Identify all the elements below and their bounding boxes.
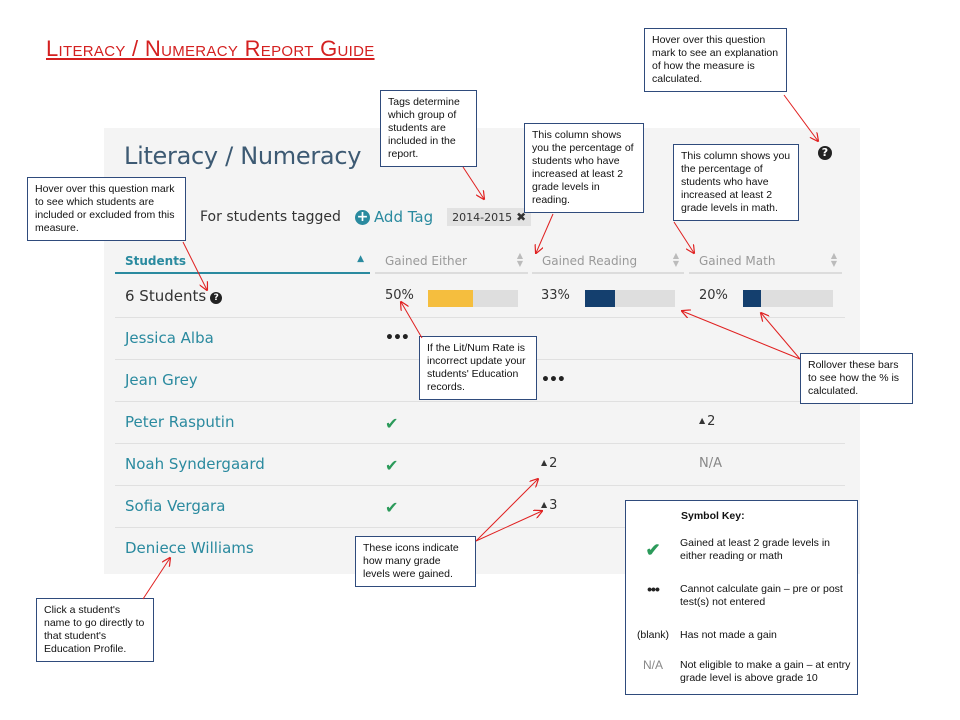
student-name-link[interactable]: Peter Rasputin: [125, 413, 235, 431]
symbol-key-description: Not eligible to make a gain – at entry g…: [680, 659, 851, 684]
plus-circle-icon: +: [354, 208, 370, 225]
grade-gain-value: 2: [549, 456, 558, 471]
column-header-gained-reading[interactable]: Gained Reading ▲▼: [532, 252, 684, 274]
either-progress-bar[interactable]: [428, 290, 518, 307]
tag-chip-label: 2014-2015: [452, 210, 513, 224]
checkmark-icon: ✔: [385, 414, 399, 433]
callout-student-name: Click a student's name to go directly to…: [36, 598, 154, 662]
gain-up-arrow-icon: ▲: [699, 416, 706, 425]
report-heading: Literacy / Numeracy: [124, 142, 362, 170]
gained-reading-cell: ▲2: [541, 456, 557, 471]
callout-reading-column: This column shows you the percentage of …: [524, 123, 644, 213]
help-question-icon[interactable]: ?: [818, 146, 832, 160]
gained-either-cell: ✔: [385, 414, 398, 433]
column-header-gained-math[interactable]: Gained Math ▲▼: [689, 252, 842, 274]
checkmark-icon: ✔: [385, 456, 399, 475]
student-name-link[interactable]: Jean Grey: [125, 371, 198, 389]
column-header-students[interactable]: Students ▲: [115, 252, 370, 274]
callout-students-help: Hover over this question mark to see whi…: [27, 177, 186, 241]
reading-progress-bar[interactable]: [585, 290, 675, 307]
gain-up-arrow-icon: ▲: [541, 458, 548, 467]
checkmark-icon: ✔: [645, 540, 661, 560]
student-row: Noah Syndergaard ✔ ▲2 N/A: [115, 444, 845, 486]
callout-question-mark: Hover over this question mark to see an …: [644, 28, 787, 92]
grade-gain-value: 2: [707, 414, 716, 429]
sort-icon: ▲▼: [830, 251, 837, 268]
symbol-key-description: Cannot calculate gain – pre or post test…: [680, 583, 843, 608]
tag-filter-label: For students tagged: [200, 209, 341, 225]
callout-rollover: Rollover these bars to see how the % is …: [800, 353, 913, 404]
gained-either-cell: •••: [385, 330, 410, 346]
student-name-link[interactable]: Deniece Williams: [125, 539, 254, 557]
gained-reading-cell: •••: [541, 372, 566, 388]
callout-gain-icons: These icons indicate how many grade leve…: [355, 536, 476, 587]
gained-either-cell: ✔: [385, 456, 398, 475]
ellipsis-icon: •••: [541, 372, 566, 388]
callout-tags: Tags determine which group of students a…: [380, 90, 477, 167]
symbol-key-description: Gained at least 2 grade levels in either…: [680, 537, 831, 562]
sort-icon: ▲▼: [516, 251, 523, 268]
column-header-gained-either[interactable]: Gained Either ▲▼: [375, 252, 528, 274]
student-name-link[interactable]: Jessica Alba: [125, 329, 214, 347]
math-bar-fill: [743, 290, 761, 307]
symbol-key-description: Has not made a gain: [680, 629, 777, 641]
sort-icon: ▲▼: [672, 251, 679, 268]
gained-either-cell: ✔: [385, 498, 398, 517]
math-percent: 20%: [699, 288, 728, 303]
add-tag-button[interactable]: + Add Tag: [354, 208, 434, 226]
grade-gain-value: 3: [549, 498, 558, 513]
ellipsis-icon: •••: [647, 581, 660, 597]
student-name-link[interactable]: Noah Syndergaard: [125, 455, 265, 473]
blank-symbol-text: (blank): [636, 629, 670, 641]
remove-tag-icon[interactable]: ✖: [516, 210, 527, 224]
student-name-link[interactable]: Sofia Vergara: [125, 497, 226, 515]
checkmark-icon: ✔: [385, 498, 399, 517]
student-row: Jean Grey •••: [115, 360, 845, 402]
column-header-label: Gained Either: [385, 254, 467, 268]
reading-bar-fill: [585, 290, 615, 307]
gained-reading-cell: ▲3: [541, 498, 557, 513]
symbol-key-title: Symbol Key:: [681, 510, 745, 522]
page-title: Literacy / Numeracy Report Guide: [46, 36, 375, 61]
gained-math-cell: N/A: [699, 456, 722, 471]
not-applicable-text: N/A: [642, 658, 663, 672]
column-header-label: Students: [125, 254, 187, 268]
either-bar-fill: [428, 290, 473, 307]
student-count: 6 Students?: [125, 287, 223, 305]
column-header-label: Gained Reading: [542, 254, 638, 268]
student-row: Deniece Williams: [115, 528, 845, 570]
column-header-label: Gained Math: [699, 254, 776, 268]
callout-lit-num-rate: If the Lit/Num Rate is incorrect update …: [419, 336, 537, 400]
not-applicable-text: N/A: [699, 456, 722, 471]
tag-chip: 2014-2015 ✖: [447, 208, 532, 226]
tag-filter-row: For students tagged + Add Tag 2014-2015 …: [200, 206, 532, 228]
summary-row: 6 Students? 50% 33% 20%: [115, 276, 845, 318]
gain-up-arrow-icon: ▲: [541, 500, 548, 509]
gained-math-cell: ▲2: [699, 414, 715, 429]
math-progress-bar[interactable]: [743, 290, 833, 307]
add-tag-label: Add Tag: [373, 208, 434, 226]
ellipsis-icon: •••: [385, 330, 410, 346]
student-row: Peter Rasputin ✔ ▲2: [115, 402, 845, 444]
sort-up-icon: ▲: [357, 254, 364, 264]
symbol-key: Symbol Key: ✔ Gained at least 2 grade lev…: [625, 500, 858, 695]
reading-percent: 33%: [541, 288, 570, 303]
help-question-icon[interactable]: ?: [210, 292, 223, 304]
callout-math-column: This column shows you the percentage of …: [673, 144, 799, 221]
either-percent: 50%: [385, 288, 414, 303]
